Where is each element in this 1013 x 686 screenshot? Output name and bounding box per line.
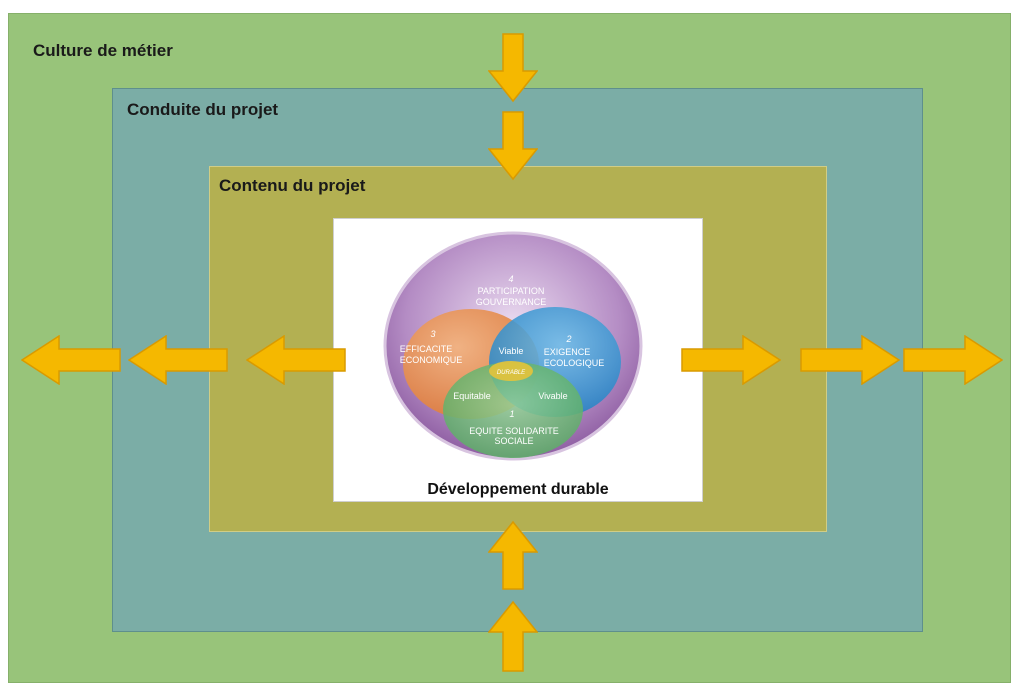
left-line2: ECONOMIQUE: [400, 355, 463, 365]
left-number: 3: [430, 329, 435, 339]
venn-diagram: 4 PARTICIPATION GOUVERNANCE 3 EFFICACITE…: [383, 231, 643, 461]
arrow-left-3: [21, 335, 121, 385]
arrow-down-2: [488, 111, 538, 181]
equite-circle: [443, 362, 583, 458]
bottom-line2: SOCIALE: [494, 436, 533, 446]
conduite-projet-label: Conduite du projet: [127, 100, 279, 119]
bottom-number: 1: [509, 409, 514, 419]
right-number: 2: [565, 334, 571, 344]
durable-label: DURABLE: [497, 370, 526, 376]
arrow-up-1: [488, 520, 538, 590]
durable-center: [489, 361, 533, 381]
developpement-durable-label: Développement durable: [427, 481, 609, 498]
vivable-label: Vivable: [538, 391, 567, 401]
right-line1: EXIGENCE: [544, 347, 591, 357]
right-line2: ECOLOGIQUE: [544, 358, 605, 368]
top-line1: PARTICIPATION: [478, 286, 545, 296]
bottom-line1: EQUITE SOLIDARITE: [469, 426, 559, 436]
arrow-left-1: [246, 335, 346, 385]
viable-label: Viable: [499, 346, 524, 356]
arrow-right-2: [800, 335, 900, 385]
arrow-left-2: [128, 335, 228, 385]
left-line1: EFFICACITE: [400, 344, 453, 354]
arrow-right-1: [681, 335, 781, 385]
top-number: 4: [508, 274, 513, 284]
arrow-down-1: [488, 33, 538, 103]
equitable-label: Equitable: [453, 391, 491, 401]
arrow-up-2: [488, 600, 538, 672]
top-line2: GOUVERNANCE: [476, 297, 547, 307]
contenu-projet-label: Contenu du projet: [219, 176, 366, 195]
arrow-right-3: [903, 335, 1003, 385]
culture-metier-label: Culture de métier: [33, 41, 173, 60]
